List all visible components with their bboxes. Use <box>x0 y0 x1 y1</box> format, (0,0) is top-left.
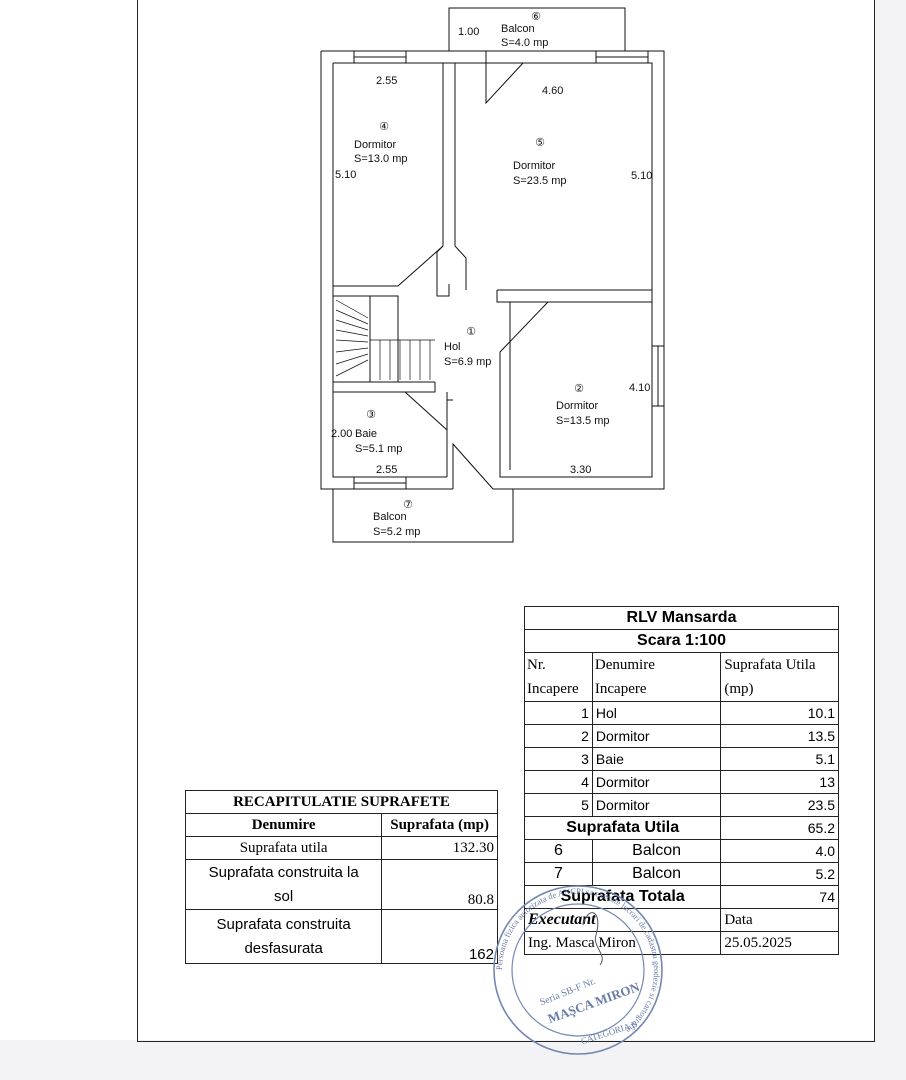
recap-title: RECAPITULATIE SUPRAFETE <box>185 790 498 814</box>
room-3-area: S=5.1 mp <box>355 443 402 455</box>
room-3-number: ③ <box>366 409 376 421</box>
dim-room4-height: 5.10 <box>335 169 356 181</box>
table-row: Suprafata utila 132.30 <box>184 836 498 860</box>
rlv-header-nr: Nr.Incapere <box>524 652 593 702</box>
document-page: ⑥ Balcon S=4.0 mp 1.00 2.55 4.60 ④ Dormi… <box>0 0 875 1055</box>
room-7-area: S=5.2 mp <box>373 526 420 538</box>
rlv-header-suprafata: Suprafata Utila(mp) <box>720 652 839 702</box>
dim-bath-width: 2.55 <box>376 464 397 476</box>
room-6-name: Balcon <box>501 23 535 35</box>
rlv-scale: Scara 1:100 <box>524 629 839 653</box>
signature-mark <box>582 912 603 966</box>
room-1-area: S=6.9 mp <box>444 356 491 368</box>
dim-balcony-top: 1.00 <box>458 26 479 38</box>
room-5-area: S=23.5 mp <box>513 175 567 187</box>
room-2-name: Dormitor <box>556 400 599 412</box>
room-6-number: ⑥ <box>531 11 541 23</box>
executant-name: Ing. Masca Miron <box>523 931 722 955</box>
recap-col-denumire: Denumire <box>184 813 383 837</box>
official-stamp: Persoana fizica autorizata de ANCPI sa e… <box>493 885 663 1055</box>
room-4-number: ④ <box>379 121 389 133</box>
rlv-table: RLV Mansarda Scara 1:100 Nr.Incapere Den… <box>523 606 839 955</box>
recap-table: RECAPITULATIE SUPRAFETE Denumire Suprafa… <box>184 790 498 964</box>
dim-room2-height: 4.10 <box>629 382 650 394</box>
dim-room2-width: 3.30 <box>570 464 591 476</box>
room-7-number: ⑦ <box>403 499 413 511</box>
room-3-name: Baie <box>355 428 377 440</box>
data-label: Data <box>720 908 839 932</box>
date-value: 25.05.2025 <box>720 931 839 955</box>
dim-bath-height: 2.00 <box>331 428 352 440</box>
room-2-area: S=13.5 mp <box>556 415 610 427</box>
room-6-area: S=4.0 mp <box>501 37 548 49</box>
recap-col-suprafata: Suprafata (mp) <box>381 813 498 837</box>
dim-room5-width: 4.60 <box>542 85 563 97</box>
drawing-frame <box>137 0 875 1042</box>
room-5-name: Dormitor <box>513 160 556 172</box>
room-1-name: Hol <box>444 341 461 353</box>
rlv-title: RLV Mansarda <box>524 606 839 630</box>
room-2-number: ② <box>574 383 584 395</box>
room-4-name: Dormitor <box>354 139 397 151</box>
room-4-area: S=13.0 mp <box>354 153 408 165</box>
dim-room4-width: 2.55 <box>376 75 397 87</box>
room-1-number: ① <box>466 326 476 338</box>
room-7-name: Balcon <box>373 511 407 523</box>
room-5-number: ⑤ <box>535 137 545 149</box>
dim-room5-height: 5.10 <box>631 170 652 182</box>
floor-plan: ⑥ Balcon S=4.0 mp 1.00 2.55 4.60 ④ Dormi… <box>320 7 665 543</box>
